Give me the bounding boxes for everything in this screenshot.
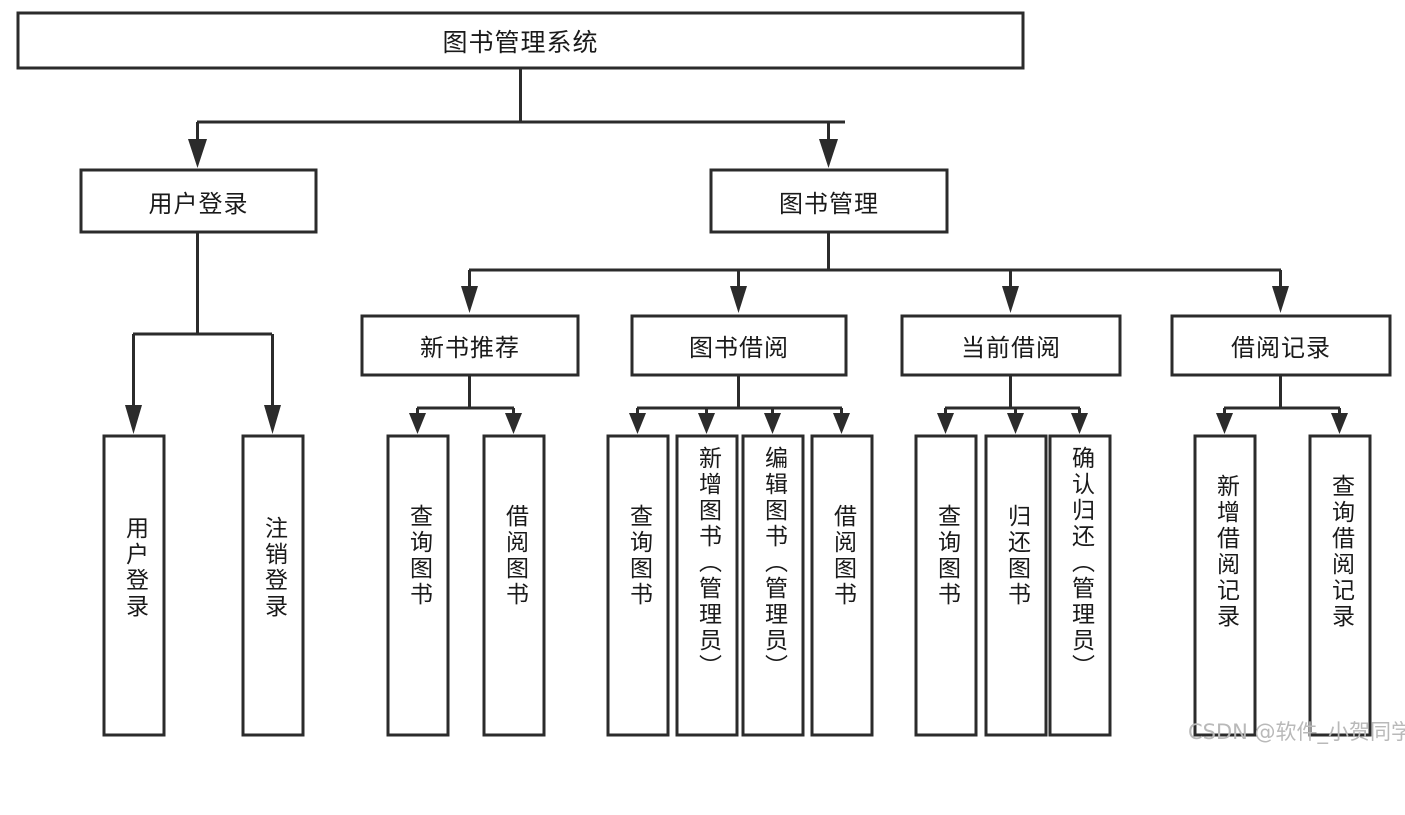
node-box-leaf-user-login[interactable]	[102, 434, 166, 737]
node-box-leaf-query-book-3[interactable]	[914, 434, 978, 737]
node-box-leaf-query-book-1[interactable]	[386, 434, 450, 737]
flowchart-svg	[16, 11, 1392, 737]
node-box-current[interactable]	[900, 314, 1122, 377]
arrowhead-confirm-return	[1071, 413, 1088, 434]
node-box-record[interactable]	[1170, 314, 1392, 377]
arrowhead-borrow	[730, 286, 747, 313]
connector-group-login-to-leaves	[125, 232, 281, 434]
node-box-leaf-user-logout[interactable]	[241, 434, 305, 737]
arrowhead-query-book-3	[937, 413, 954, 434]
node-box-borrow[interactable]	[630, 314, 848, 377]
arrowhead-newbook	[461, 286, 478, 313]
arrowhead-query-record	[1331, 413, 1348, 434]
node-box-leaf-confirm-return[interactable]	[1048, 434, 1112, 737]
arrowhead-current	[1002, 286, 1019, 313]
node-box-bookmgmt[interactable]	[709, 168, 949, 234]
arrowhead-record	[1272, 286, 1289, 313]
connector-group-record-to-leaves	[1216, 375, 1348, 434]
node-box-leaf-query-record[interactable]	[1308, 434, 1372, 737]
arrowhead-user-logout	[264, 405, 281, 434]
node-box-leaf-borrow-book-2[interactable]	[810, 434, 874, 737]
arrowhead-bookmgmt	[819, 139, 838, 168]
node-box-leaf-add-record[interactable]	[1193, 434, 1257, 737]
arrowhead-query-book-1	[409, 413, 426, 434]
node-box-newbook[interactable]	[360, 314, 580, 377]
node-box-leaf-edit-book[interactable]	[741, 434, 805, 737]
arrowhead-query-book-2	[629, 413, 646, 434]
arrowhead-return-book	[1007, 413, 1024, 434]
connector-group-newbook-to-leaves	[409, 375, 522, 434]
connector-group-borrow-to-leaves	[629, 375, 850, 434]
node-box-leaf-query-book-2[interactable]	[606, 434, 670, 737]
connector-group-bookmgmt-to-level2	[461, 232, 1289, 313]
connector-group-current-to-leaves	[937, 375, 1088, 434]
flowchart-canvas: 图书管理系统 用户登录 图书管理 新书推荐 图书借阅 当前借阅 借阅记录 用户登…	[16, 11, 1405, 744]
arrowhead-user-login	[125, 405, 142, 434]
arrowhead-borrow-book-2	[833, 413, 850, 434]
arrowhead-borrow-book-1	[505, 413, 522, 434]
connector-group-root-to-level1	[188, 68, 845, 168]
node-box-leaf-borrow-book-1[interactable]	[482, 434, 546, 737]
node-box-leaf-add-book[interactable]	[675, 434, 739, 737]
node-box-leaf-return-book[interactable]	[984, 434, 1048, 737]
arrowhead-add-book	[698, 413, 715, 434]
node-box-root[interactable]	[16, 11, 1025, 70]
arrowhead-edit-book	[764, 413, 781, 434]
arrowhead-add-record	[1216, 413, 1233, 434]
arrowhead-login	[188, 139, 207, 168]
node-box-login[interactable]	[79, 168, 318, 234]
